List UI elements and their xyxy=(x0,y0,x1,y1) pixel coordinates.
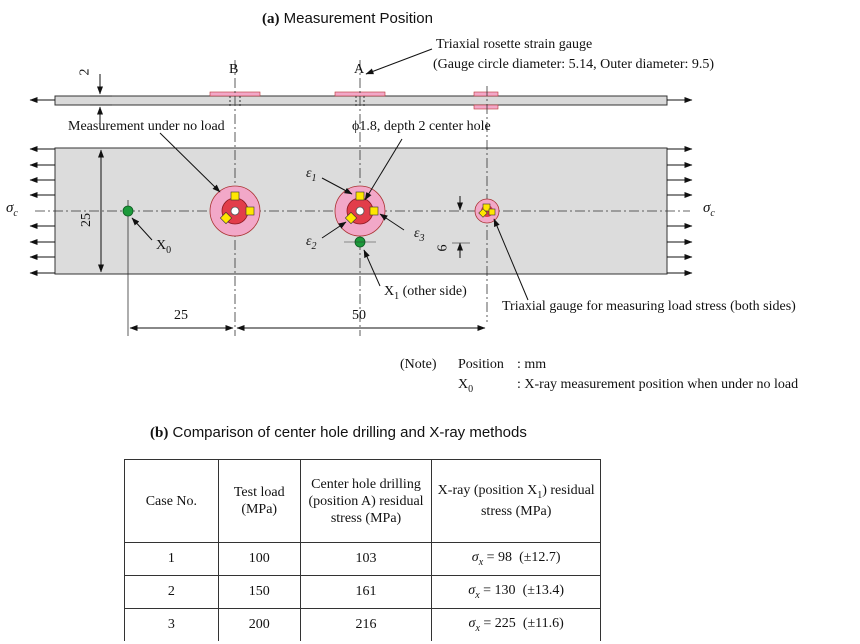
cell-load: 100 xyxy=(217,542,301,576)
note-line2-key: X0 xyxy=(458,377,474,395)
leader-x1 xyxy=(363,249,381,287)
side-gauge-load-top xyxy=(473,91,499,97)
cell-xray-value: = 225 xyxy=(483,616,516,632)
note-line1-key: Position xyxy=(458,357,504,372)
cell-xray-value: = 98 xyxy=(486,550,513,566)
leader-center-hole xyxy=(364,138,403,201)
cell-xray-err: (±12.7) xyxy=(519,550,561,566)
comparison-table: Case No. Test load (MPa) Center hole dri… xyxy=(124,459,601,641)
leader-load-gauge xyxy=(493,218,529,301)
panel-b-title-text: Comparison of center hole drilling and X… xyxy=(172,424,527,441)
cell-case: 3 xyxy=(124,608,219,641)
rosette-label-line1: Triaxial rosette strain gauge xyxy=(436,37,593,52)
panel-a-letter: (a) xyxy=(262,11,280,27)
table-header-row: Case No. Test load (MPa) Center hole dri… xyxy=(124,459,601,543)
note-prefix: (Note) xyxy=(400,357,437,372)
leader-e2 xyxy=(321,221,347,239)
rosette-label-line2: (Gauge circle diameter: 5.14, Outer diam… xyxy=(433,57,715,72)
panel-b-title: (b) Comparison of center hole drilling a… xyxy=(150,424,527,442)
side-view xyxy=(29,74,693,126)
cell-xray: σx = 98 (±12.7) xyxy=(431,542,601,576)
header-drill: Center hole drilling (position A) residu… xyxy=(299,459,433,543)
leader-e3 xyxy=(379,213,405,231)
e1-label: ε1 xyxy=(306,166,317,184)
panel-a-title-text: Measurement Position xyxy=(283,10,433,27)
point-a-label: A xyxy=(354,62,365,77)
leader-no-load xyxy=(159,132,221,193)
note-line2-value: : X-ray measurement position when under … xyxy=(517,377,799,392)
offset-label: 6 xyxy=(435,244,451,252)
xray-point-x0 xyxy=(122,205,134,217)
rosette-gauge-a xyxy=(334,185,386,237)
table-row: 2 150 161 σx = 130 (±13.4) xyxy=(124,575,601,609)
measurement-diagram xyxy=(29,48,693,336)
cell-case: 1 xyxy=(124,542,219,576)
header-case: Case No. xyxy=(124,459,219,543)
no-load-label: Measurement under no load xyxy=(68,119,225,134)
e2-label: ε2 xyxy=(306,234,317,252)
cell-xray-err: (±13.4) xyxy=(522,583,565,599)
side-view-plate xyxy=(54,95,668,106)
load-arrows-left xyxy=(29,146,55,276)
rosette-leader xyxy=(365,48,433,75)
cell-xray: σx = 225 (±11.6) xyxy=(431,608,601,641)
panel-a-title: (a) Measurement Position xyxy=(262,10,433,28)
cell-drill: 103 xyxy=(299,542,433,576)
point-b-label: B xyxy=(229,62,239,77)
header-load: Test load (MPa) xyxy=(217,459,301,543)
cell-load: 150 xyxy=(217,575,301,609)
rosette-gauge-b xyxy=(209,185,261,237)
x0-label: X0 xyxy=(156,238,172,256)
leader-x0 xyxy=(131,217,153,241)
cell-xray-err: (±11.6) xyxy=(522,616,564,632)
table-row: 1 100 103 σx = 98 (±12.7) xyxy=(124,542,601,576)
sigma-right-label: σc xyxy=(703,200,715,219)
cell-drill: 216 xyxy=(299,608,433,641)
dim-25-label: 25 xyxy=(174,308,188,323)
table-row: 3 200 216 σx = 225 (±11.6) xyxy=(124,608,601,641)
x1-label: X1 (other side) xyxy=(384,284,467,302)
cell-xray-value: = 130 xyxy=(483,583,516,599)
cell-load: 200 xyxy=(217,608,301,641)
cell-xray: σx = 130 (±13.4) xyxy=(431,575,601,609)
width-label: 25 xyxy=(79,213,94,227)
panel-b-letter: (b) xyxy=(150,425,169,441)
cell-drill: 161 xyxy=(299,575,433,609)
cell-case: 2 xyxy=(124,575,219,609)
thickness-label: 2 xyxy=(77,68,93,76)
e3-label: ε3 xyxy=(414,226,425,244)
leader-e1 xyxy=(321,177,353,195)
load-arrows-right xyxy=(667,146,693,276)
top-view xyxy=(29,60,693,336)
load-gauge xyxy=(474,198,500,224)
load-gauge-label: Triaxial gauge for measuring load stress… xyxy=(502,299,796,314)
sigma-left-label: σc xyxy=(6,200,18,219)
side-gauge-load-bottom xyxy=(473,104,499,110)
dim-50-label: 50 xyxy=(352,308,366,323)
note-line1-value: : mm xyxy=(517,357,547,372)
header-xray: X-ray (position X1) residual stress (MPa… xyxy=(431,459,601,543)
center-hole-label: ϕ1.8, depth 2 center hole xyxy=(352,119,491,134)
